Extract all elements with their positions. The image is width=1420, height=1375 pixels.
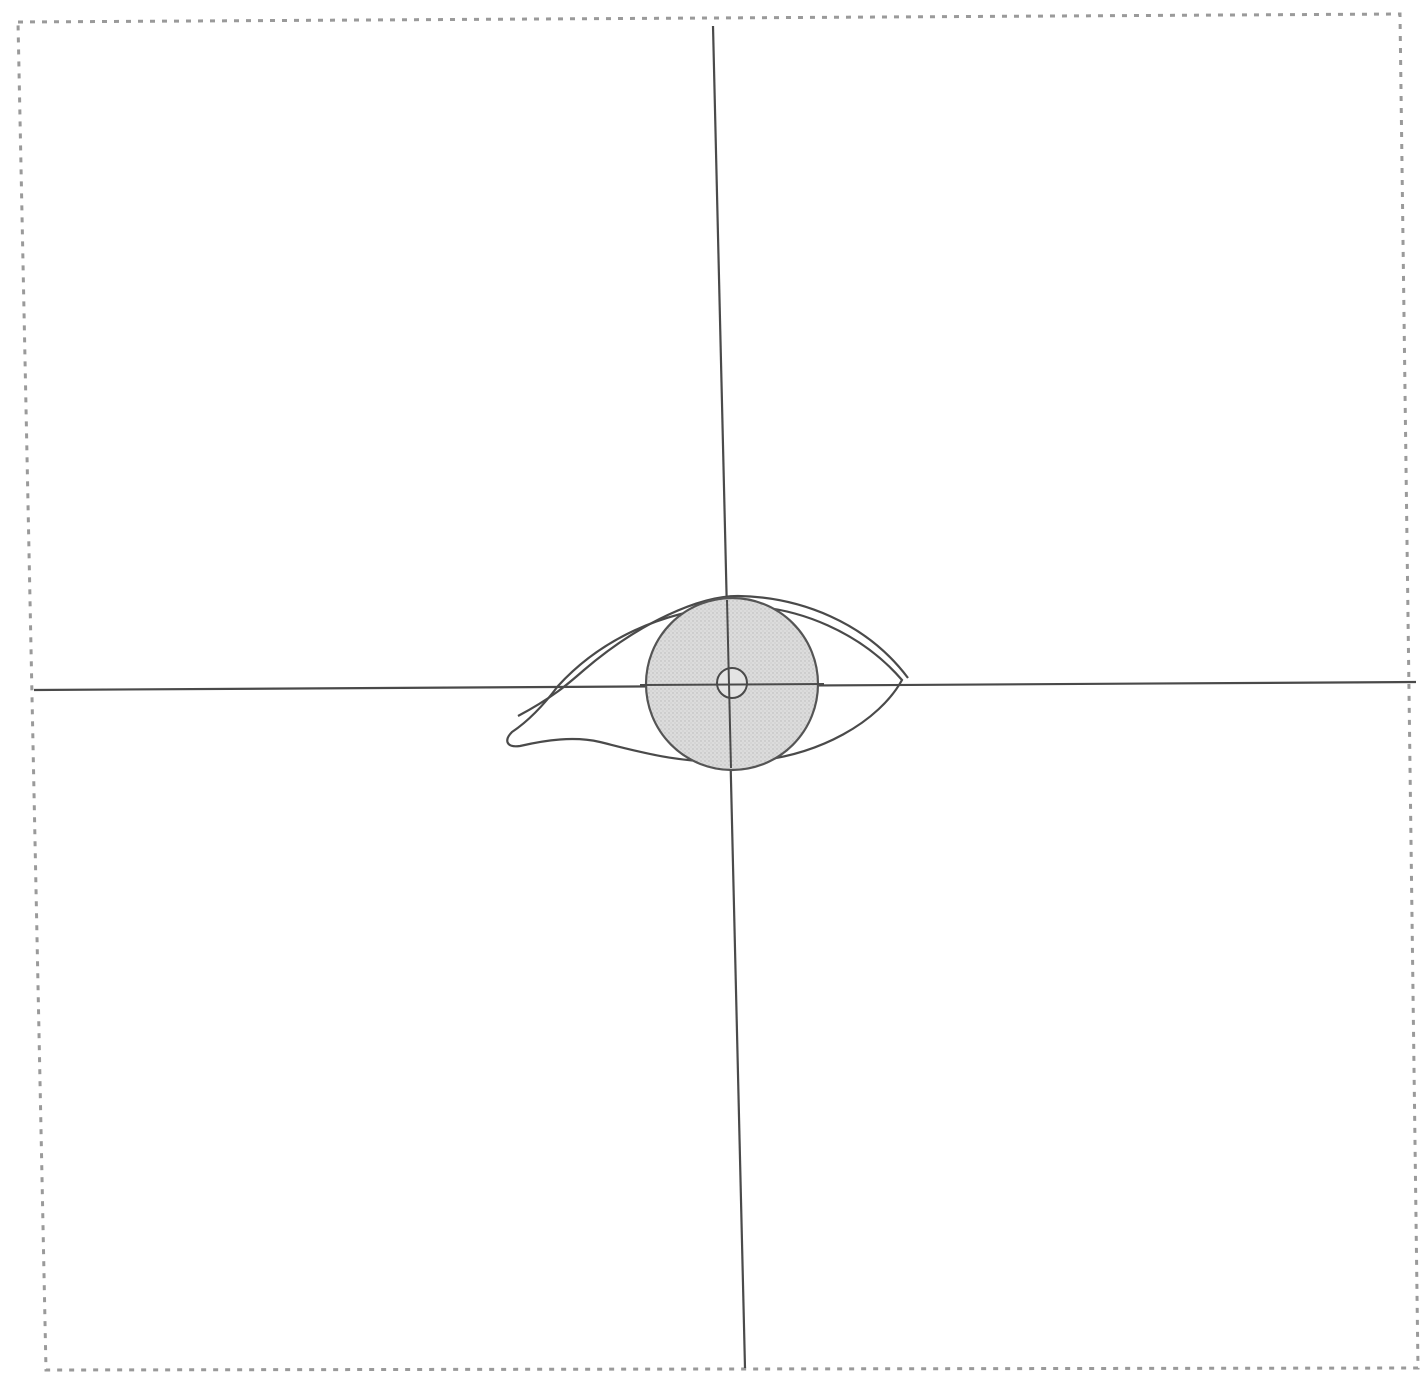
horizontal-guide-line-overlay (640, 684, 824, 685)
pupil (717, 668, 747, 698)
